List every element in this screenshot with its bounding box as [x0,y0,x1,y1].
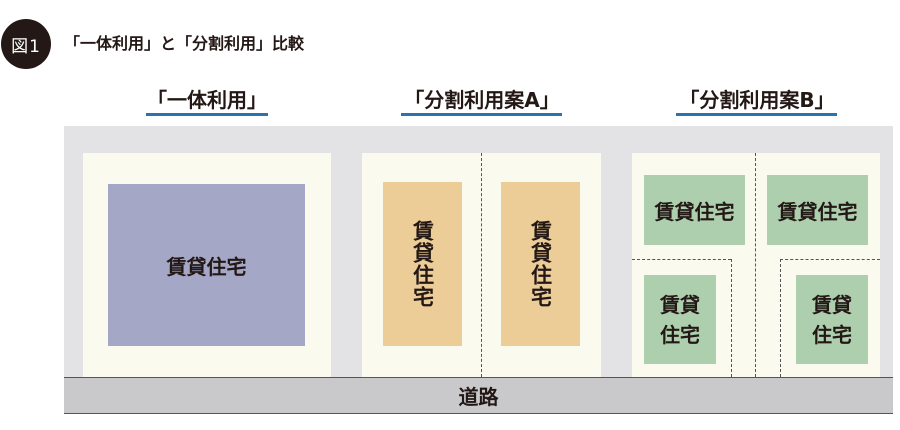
building-plan-b-top-left: 賃貸住宅 [644,175,745,245]
figure-badge: 図1 [1,19,51,69]
building-plan-b-bottom-right: 賃貸 住宅 [796,275,868,364]
column-title-plan-b: 「分割利用案B」 [679,88,835,112]
building-label: 賃貸住宅 [410,220,435,308]
building-label: 賃貸住宅 [528,220,553,308]
column-title-integrated: 「一体利用」 [147,88,267,112]
building-label: 賃貸住宅 [166,254,247,279]
building-label: 賃貸住宅 [777,199,858,224]
lot-division-line [632,259,731,260]
figure-title: 「一体利用」と「分割利用」比較 [64,34,305,53]
title-underline [401,113,562,116]
building-plan-a-left: 賃貸住宅 [383,182,462,346]
building-plan-a-right: 賃貸住宅 [501,182,580,346]
title-underline [676,113,837,116]
title-underline [146,113,268,116]
building-label: 賃貸 住宅 [660,292,700,347]
building-plan-b-bottom-left: 賃貸 住宅 [644,275,716,364]
road: 道路 [64,377,893,414]
building-label: 賃貸住宅 [654,199,735,224]
lot-division-line [755,153,756,377]
lot-division-line [780,259,781,377]
lot-division-line [731,259,732,377]
road-label: 道路 [458,385,499,409]
lot-division-line [780,259,880,260]
building-integrated: 賃貸住宅 [108,184,305,346]
building-label: 賃貸 住宅 [812,292,852,347]
column-title-plan-a: 「分割利用案A」 [404,88,560,112]
lot-division-line [481,153,482,377]
building-plan-b-top-right: 賃貸住宅 [767,175,868,245]
